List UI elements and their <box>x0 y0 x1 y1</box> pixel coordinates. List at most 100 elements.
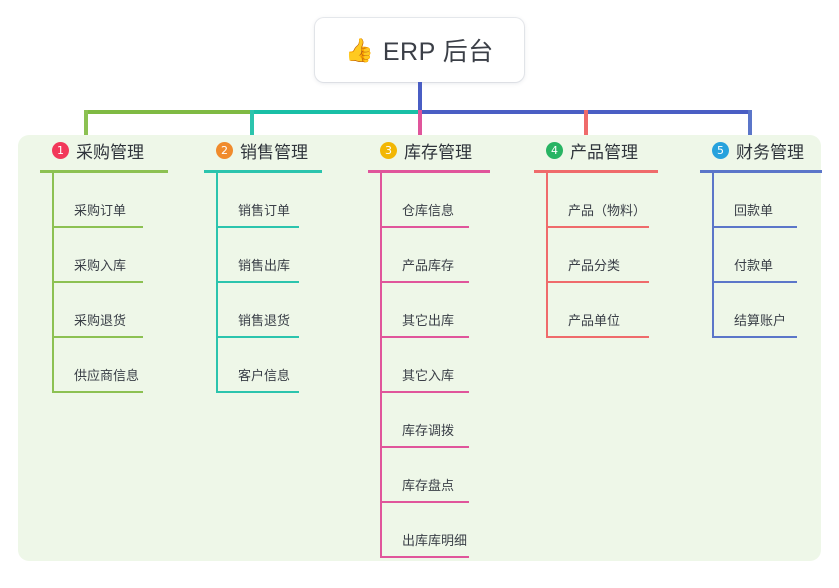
thumbs-up-emoji: 👍 <box>345 36 374 63</box>
connector-bar-green <box>84 110 252 114</box>
connector-drop-3 <box>418 110 422 137</box>
branch-node-rule <box>217 391 299 393</box>
branch-node-rule <box>217 336 299 338</box>
branch-node-label: 客户信息 <box>238 368 291 383</box>
branch-node[interactable]: 仓库信息 <box>368 173 530 228</box>
branch-node-rule <box>53 336 143 338</box>
branch-node-rule <box>713 226 797 228</box>
branch-badge-4: 4 <box>546 141 563 159</box>
branch-header-5[interactable]: 5 财务管理 <box>700 135 839 165</box>
branch-badge-1: 1 <box>52 141 69 159</box>
branch-spine-5 <box>712 173 714 338</box>
connector-drop-4 <box>584 110 588 137</box>
branch-node[interactable]: 其它出库 <box>368 283 530 338</box>
connector-bar-teal <box>250 110 422 114</box>
branch-node-label: 销售订单 <box>238 203 291 218</box>
branch-column-5: 5 财务管理 回款单付款单结算账户 <box>700 135 839 338</box>
branch-spine-3 <box>380 173 382 558</box>
branch-node-rule <box>381 336 469 338</box>
branch-badge-2: 2 <box>216 141 233 159</box>
branch-node-rule <box>547 336 649 338</box>
branch-badge-5: 5 <box>712 141 729 159</box>
branch-column-3: 3 库存管理 仓库信息产品库存其它出库其它入库库存调拨库存盘点出库库明细 <box>368 135 530 558</box>
branch-title-3: 库存管理 <box>404 142 472 162</box>
branch-rule-4 <box>534 170 658 173</box>
connector-drop-1 <box>84 110 88 137</box>
branch-node[interactable]: 销售出库 <box>204 228 364 283</box>
connector-drop-2 <box>250 110 254 137</box>
branch-items-2: 销售订单销售出库销售退货客户信息 <box>204 173 364 393</box>
root-node-card[interactable]: 👍 ERP 后台 <box>315 18 524 82</box>
branch-node[interactable]: 产品单位 <box>534 283 704 338</box>
branch-node-label: 产品（物料） <box>568 203 647 218</box>
branch-column-1: 1 采购管理 采购订单采购入库采购退货供应商信息 <box>40 135 205 393</box>
branch-node[interactable]: 采购入库 <box>40 228 205 283</box>
branch-node-label: 销售退货 <box>238 313 291 328</box>
branch-rule-5 <box>700 170 822 173</box>
branch-node-rule <box>53 391 143 393</box>
branch-node-label: 销售出库 <box>238 258 291 273</box>
branch-node[interactable]: 采购订单 <box>40 173 205 228</box>
branch-badge-3: 3 <box>380 141 397 159</box>
branch-node-label: 其它出库 <box>402 313 455 328</box>
branch-node[interactable]: 采购退货 <box>40 283 205 338</box>
branch-node[interactable]: 产品分类 <box>534 228 704 283</box>
branch-node[interactable]: 出库库明细 <box>368 503 530 558</box>
branch-items-3: 仓库信息产品库存其它出库其它入库库存调拨库存盘点出库库明细 <box>368 173 530 558</box>
branch-items-5: 回款单付款单结算账户 <box>700 173 839 338</box>
mindmap-panel: 1 采购管理 采购订单采购入库采购退货供应商信息 2 销售管理 销售订单销售出库… <box>18 135 822 561</box>
page-title: ERP 后台 <box>382 38 494 66</box>
branch-node-label: 回款单 <box>734 203 774 218</box>
branch-items-1: 采购订单采购入库采购退货供应商信息 <box>40 173 205 393</box>
connector-drop-5 <box>748 110 752 137</box>
branch-header-2[interactable]: 2 销售管理 <box>204 135 364 165</box>
branch-node[interactable]: 销售退货 <box>204 283 364 338</box>
branch-node[interactable]: 产品库存 <box>368 228 530 283</box>
branch-node[interactable]: 供应商信息 <box>40 338 205 393</box>
branch-node-rule <box>217 281 299 283</box>
branch-node-rule <box>53 226 143 228</box>
branch-title-4: 产品管理 <box>570 142 638 162</box>
branch-node-label: 付款单 <box>734 258 774 273</box>
branch-node-label: 采购入库 <box>74 258 127 273</box>
branch-node-label: 出库库明细 <box>402 533 468 548</box>
branch-node-rule <box>713 336 797 338</box>
branch-rule-3 <box>368 170 490 173</box>
branch-node[interactable]: 库存盘点 <box>368 448 530 503</box>
branch-node-rule <box>381 446 469 448</box>
branch-node-label: 库存盘点 <box>402 478 455 493</box>
branch-rule-1 <box>40 170 168 173</box>
branch-node-rule <box>381 501 469 503</box>
branch-node[interactable]: 销售订单 <box>204 173 364 228</box>
branch-node-label: 采购订单 <box>74 203 127 218</box>
branch-node[interactable]: 库存调拨 <box>368 393 530 448</box>
branch-node-rule <box>713 281 797 283</box>
branch-node-label: 供应商信息 <box>74 368 140 383</box>
branch-node-label: 结算账户 <box>734 313 787 328</box>
branch-node[interactable]: 结算账户 <box>700 283 839 338</box>
branch-title-2: 销售管理 <box>240 142 308 162</box>
branch-column-4: 4 产品管理 产品（物料） 产品分类产品单位 <box>534 135 704 338</box>
branch-node-rule <box>547 226 649 228</box>
branch-node-label: 采购退货 <box>74 313 127 328</box>
branch-node-label: 库存调拨 <box>402 423 455 438</box>
branch-node[interactable]: 产品（物料） <box>534 173 704 228</box>
branch-node-label: 产品单位 <box>568 313 621 328</box>
branch-node-rule <box>217 226 299 228</box>
branch-node-rule <box>381 556 469 558</box>
branch-header-1[interactable]: 1 采购管理 <box>40 135 205 165</box>
branch-node-rule <box>53 281 143 283</box>
branch-node-label: 仓库信息 <box>402 203 455 218</box>
connector-trunk <box>418 82 422 112</box>
branch-header-3[interactable]: 3 库存管理 <box>368 135 530 165</box>
branch-node-rule <box>547 281 649 283</box>
branch-node[interactable]: 客户信息 <box>204 338 364 393</box>
branch-node-label: 产品库存 <box>402 258 455 273</box>
branch-node-label: 其它入库 <box>402 368 455 383</box>
branch-node[interactable]: 回款单 <box>700 173 839 228</box>
branch-header-4[interactable]: 4 产品管理 <box>534 135 704 165</box>
branch-node[interactable]: 付款单 <box>700 228 839 283</box>
branch-title-5: 财务管理 <box>736 142 804 162</box>
branch-node[interactable]: 其它入库 <box>368 338 530 393</box>
